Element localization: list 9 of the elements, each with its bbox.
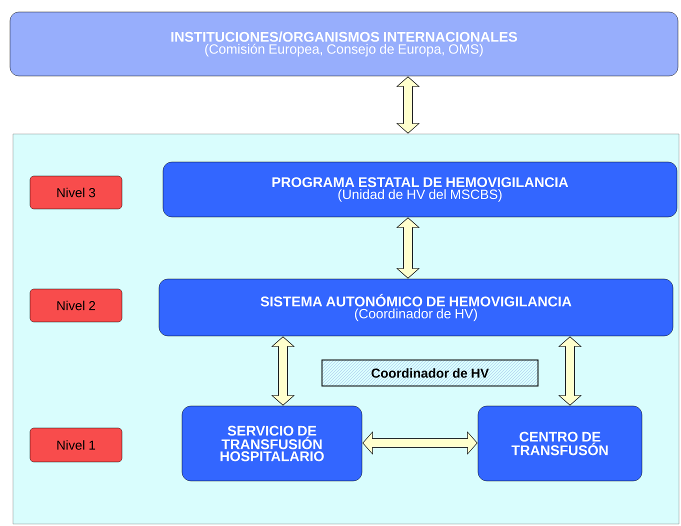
process-box: PROGRAMA ESTATAL DE HEMOVIGILANCIA (Unidad de HV del MSCBS): [162, 162, 678, 218]
level-badge: Nivel 1: [30, 428, 122, 462]
level-badge: Nivel 2: [30, 288, 122, 322]
role-box: Coordinador de HV: [322, 360, 538, 386]
process-box: CENTRO DE TRANSFUSÓN: [478, 406, 642, 482]
process-box: SERVICIO DE TRANSFUSIÓN HOSPITALARIO: [182, 406, 362, 482]
organization-box: INSTITUCIONES/ORGANISMOS INTERNACIONALES (Comisión Europea, Consejo de Europa, OMS): [10, 12, 678, 76]
level-badge: Nivel 3: [30, 176, 122, 210]
process-box: SISTEMA AUTONÓMICO DE HEMOVIGILANCIA (Coordinador de HV): [158, 278, 674, 336]
